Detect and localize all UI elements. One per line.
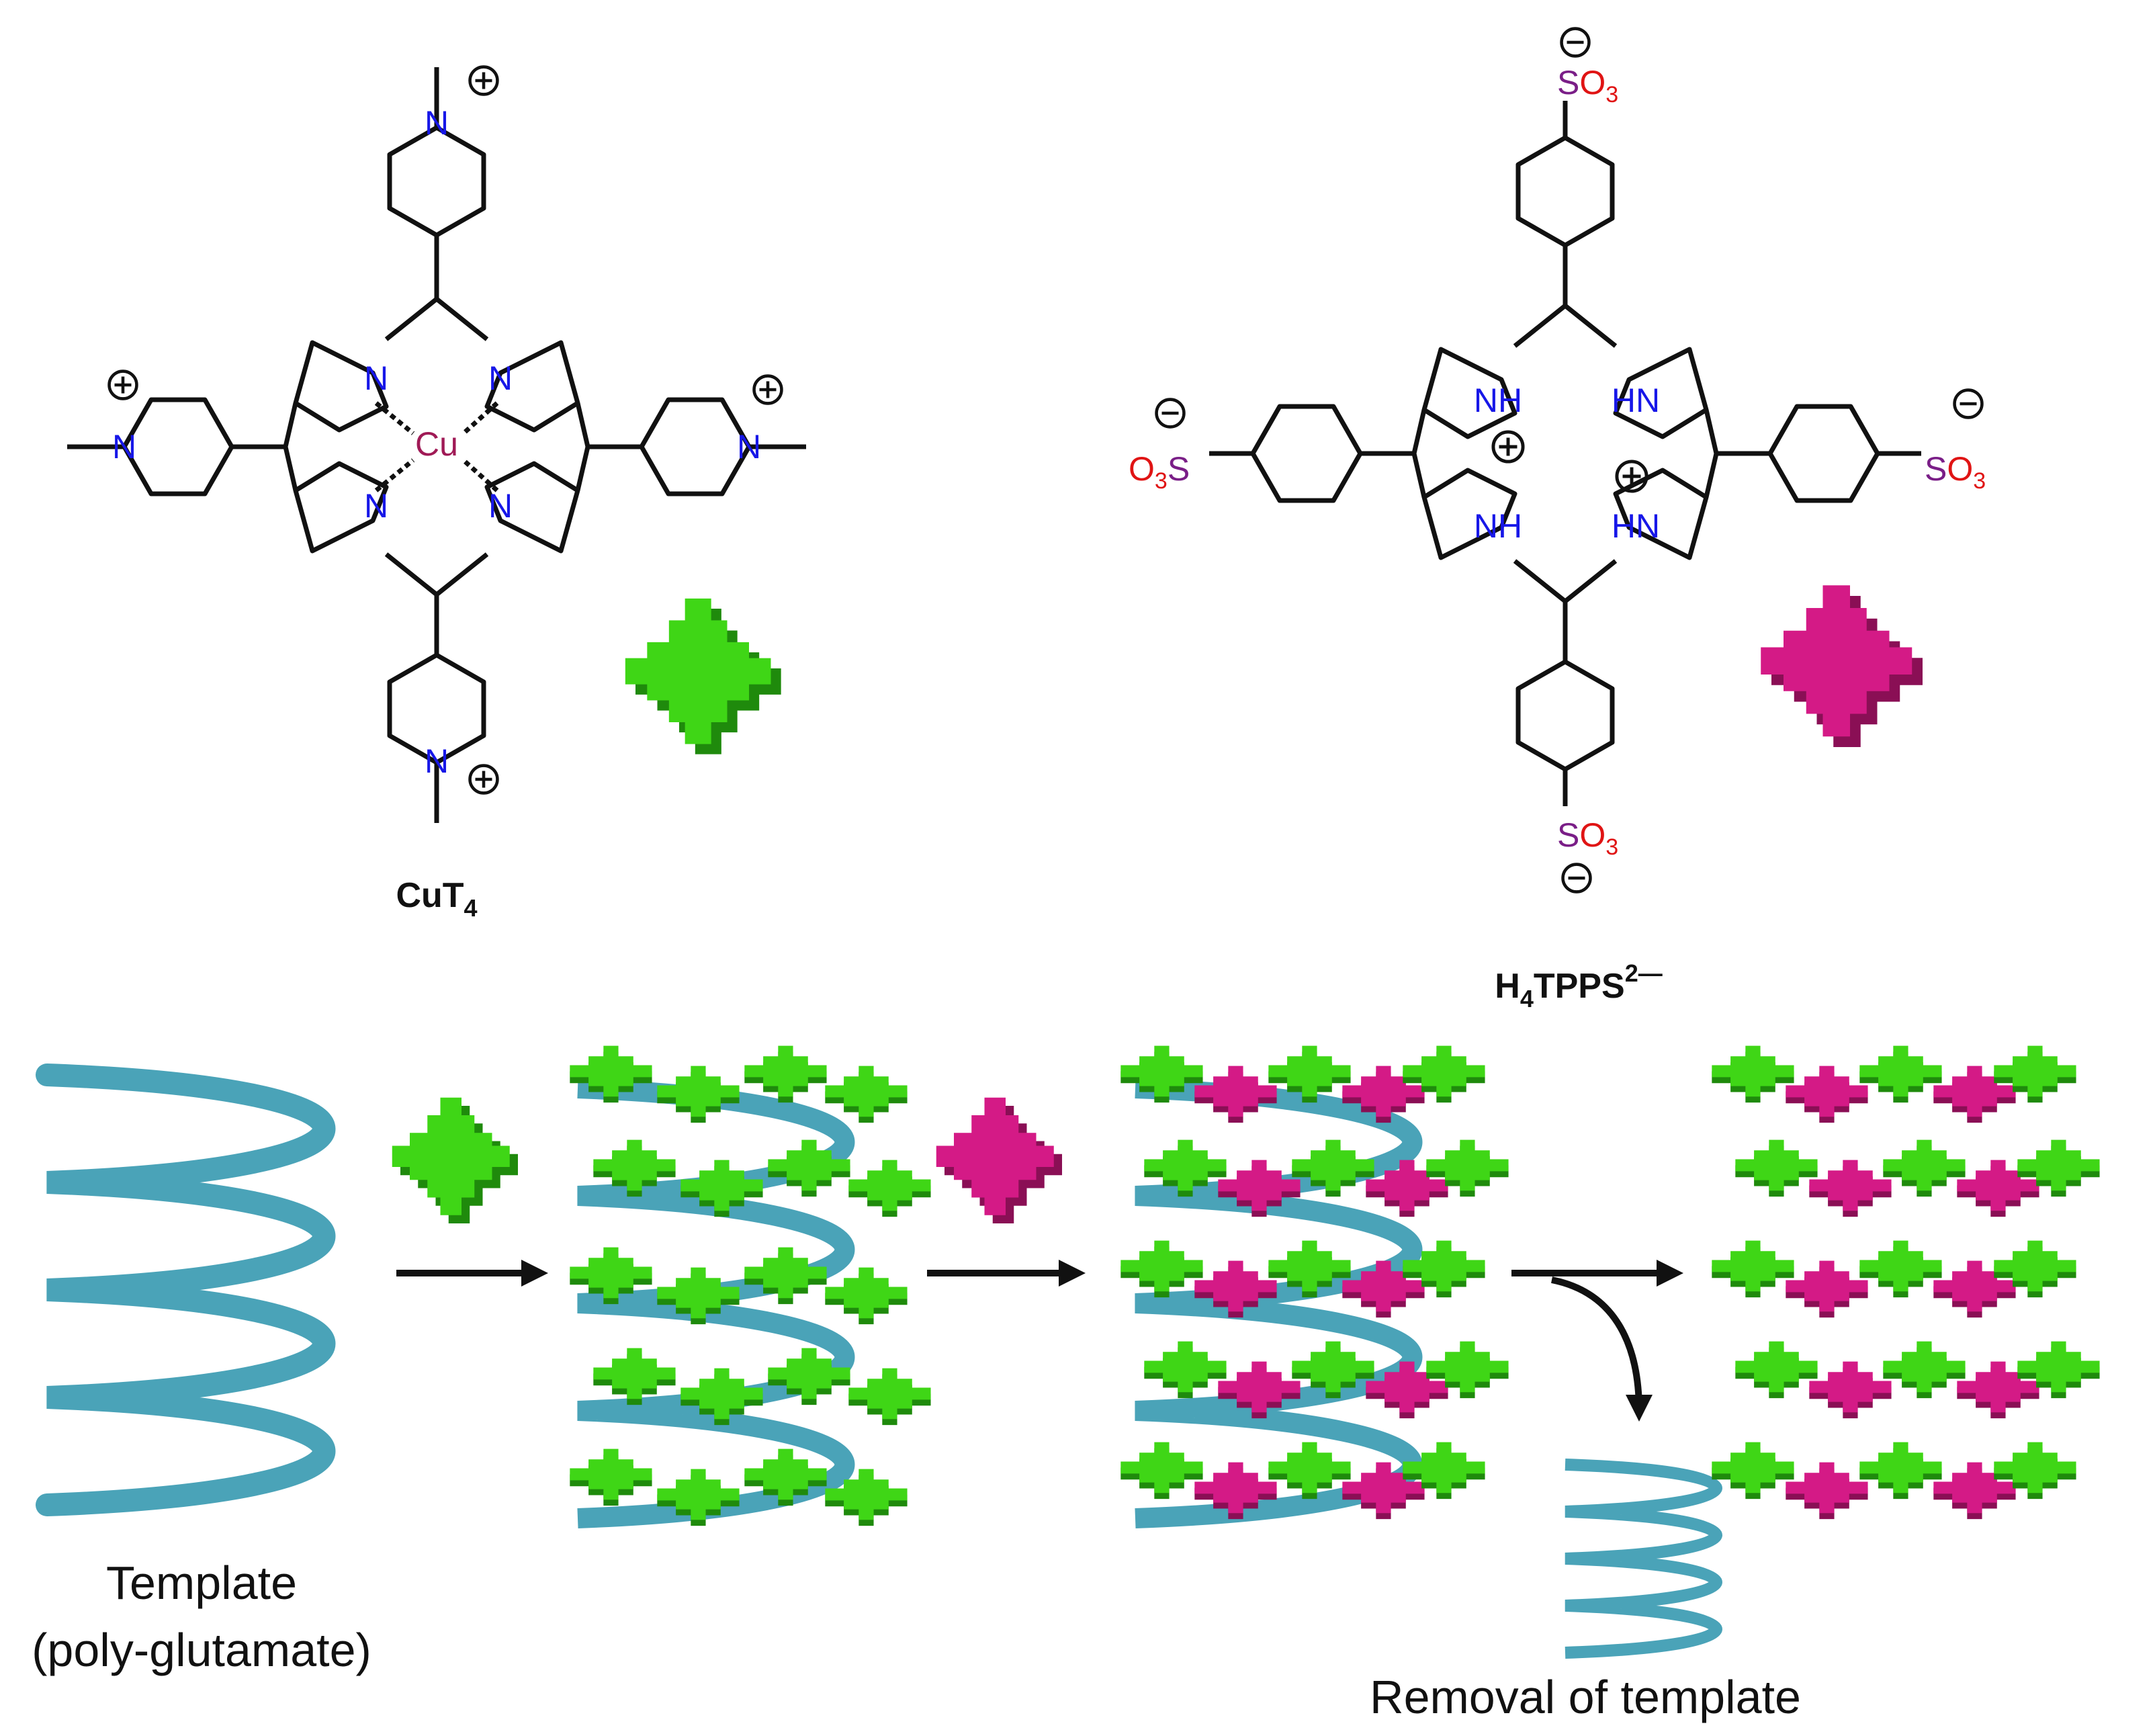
green-helix bbox=[570, 1045, 931, 1528]
green-tile-icon bbox=[1859, 1045, 1942, 1103]
green-tile-icon bbox=[1735, 1139, 1818, 1197]
sulfonate-group: SO3 bbox=[1557, 816, 1618, 860]
h4tpps-charges bbox=[1157, 29, 1982, 892]
n-atom: N bbox=[112, 428, 136, 466]
nh-group: NH bbox=[1474, 382, 1522, 419]
n-atom: N bbox=[737, 428, 761, 466]
green-tile-icon bbox=[570, 1448, 652, 1506]
green-tile-icon bbox=[1120, 1240, 1203, 1298]
green-tile-icon bbox=[848, 1368, 931, 1426]
green-porphyrin-tile-icon bbox=[625, 598, 781, 754]
h4tpps-label: H4TPPS2— bbox=[1495, 959, 1662, 1012]
green-tile-icon bbox=[1144, 1341, 1227, 1399]
plus-charge-icon bbox=[470, 67, 498, 95]
minus-charge-icon bbox=[1955, 390, 1982, 418]
template-caption-sub: (poly-glutamate) bbox=[32, 1624, 371, 1676]
green-tile-icon bbox=[825, 1066, 908, 1123]
minus-charge-icon bbox=[1563, 865, 1591, 892]
magenta-tile-icon bbox=[1809, 1361, 1892, 1419]
removal-arrow bbox=[1551, 1276, 1653, 1422]
n-atom: N bbox=[425, 742, 449, 780]
green-tile-icon bbox=[1712, 1240, 1794, 1298]
h4tpps-atom-labels: NH HN NH HN SO3 SO3 O3S SO3 bbox=[1129, 64, 1986, 860]
template-caption: Template bbox=[106, 1557, 297, 1609]
h4tpps-structure bbox=[1209, 101, 1921, 806]
green-tile-icon bbox=[1859, 1240, 1942, 1298]
magenta-tile-icon bbox=[1194, 1066, 1277, 1123]
sulfonate-group: SO3 bbox=[1557, 64, 1618, 107]
hn-group: HN bbox=[1612, 507, 1660, 545]
released-template-helix bbox=[1565, 1459, 1722, 1659]
plus-charge-icon bbox=[754, 376, 782, 404]
green-tile-icon bbox=[1120, 1442, 1203, 1500]
cut4-structure bbox=[67, 67, 806, 823]
cut4-label: CuT4 bbox=[396, 876, 477, 922]
sulfonate-group: SO3 bbox=[1925, 450, 1986, 494]
minus-charge-icon bbox=[1157, 400, 1184, 427]
n-atom: N bbox=[364, 359, 388, 397]
green-tile-icon bbox=[1712, 1045, 1794, 1103]
cut4-atom-labels: Cu N N N N N N N N bbox=[112, 104, 761, 780]
magenta-porphyrin-tile-icon bbox=[1761, 585, 1923, 747]
n-atom: N bbox=[425, 104, 449, 142]
sulfonate-group: O3S bbox=[1129, 450, 1190, 494]
removal-caption: Removal of template bbox=[1370, 1671, 1801, 1723]
magenta-tile-icon bbox=[1786, 1462, 1868, 1520]
template-helix bbox=[36, 1064, 336, 1516]
template-free-helix bbox=[1712, 1045, 2100, 1520]
green-tile-icon bbox=[1712, 1442, 1794, 1500]
green-tile-icon bbox=[1883, 1139, 1966, 1197]
magenta-tile-icon bbox=[1786, 1260, 1868, 1318]
mixed-helix bbox=[1120, 1045, 1509, 1528]
n-atom: N bbox=[488, 487, 513, 525]
n-atom: N bbox=[488, 359, 513, 397]
n-atom: N bbox=[364, 487, 388, 525]
green-tile-icon bbox=[1859, 1442, 1942, 1500]
green-tile-icon bbox=[848, 1160, 931, 1217]
green-tile-icon bbox=[1735, 1341, 1818, 1399]
magenta-tile-icon bbox=[1809, 1160, 1892, 1217]
magenta-tile-icon bbox=[1786, 1066, 1868, 1123]
green-tile-icon bbox=[744, 1045, 827, 1103]
green-tile-icon bbox=[657, 1066, 740, 1123]
green-tile-icon bbox=[1883, 1341, 1966, 1399]
magenta-porphyrin-tile-icon bbox=[936, 1097, 1062, 1223]
plus-charge-icon bbox=[109, 372, 137, 399]
minus-charge-icon bbox=[1562, 29, 1589, 56]
green-tile-icon bbox=[825, 1267, 908, 1325]
cu-atom: Cu bbox=[415, 425, 458, 463]
plus-charge-icon bbox=[470, 766, 498, 793]
nh-group: NH bbox=[1474, 507, 1522, 545]
plus-charge-icon bbox=[1493, 432, 1523, 462]
green-porphyrin-tile-icon bbox=[392, 1097, 518, 1223]
hn-group: HN bbox=[1612, 382, 1660, 419]
